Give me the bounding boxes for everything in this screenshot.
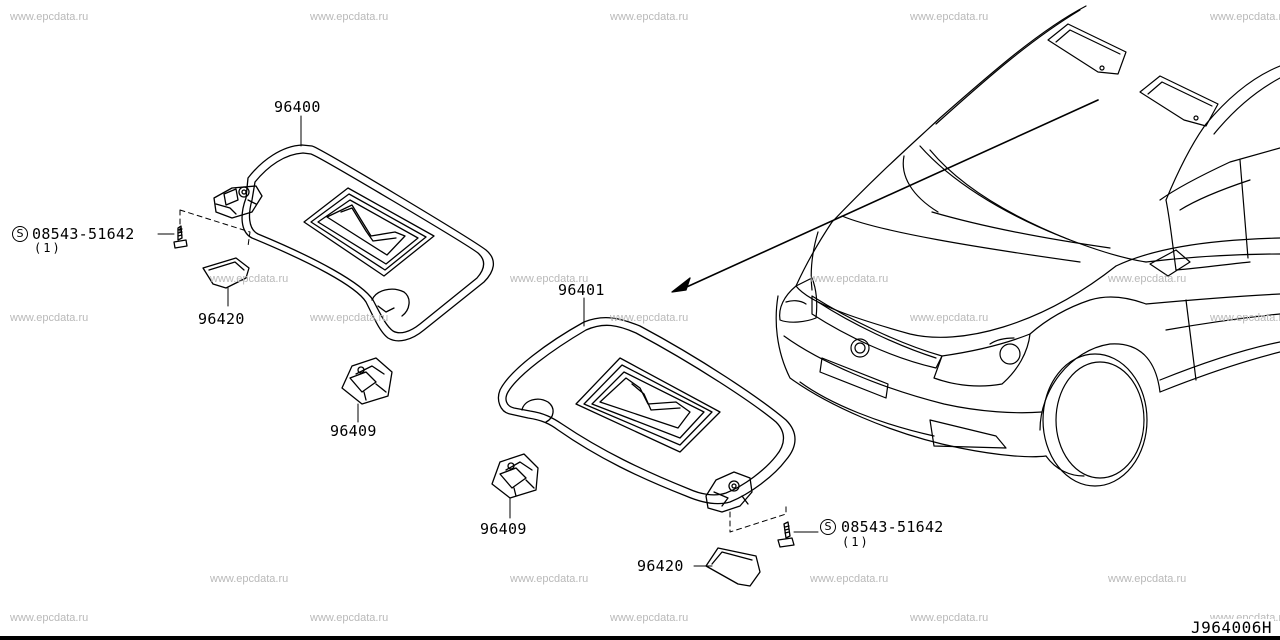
watermark: www.epcdata.ru [810,273,889,285]
watermark: www.epcdata.ru [910,312,989,324]
screw-left-quantity: (1) [34,241,62,255]
watermark: www.epcdata.ru [10,612,89,624]
holder-right-shape [491,453,539,499]
part-label-holder-left[interactable]: 96409 [330,422,377,440]
cover-right-shape [705,547,761,587]
watermark: www.epcdata.ru [610,312,689,324]
watermark: www.epcdata.ru [1210,312,1280,324]
part-label-screw-right[interactable]: 08543-51642 [841,518,944,536]
part-label-holder-right[interactable]: 96409 [480,520,527,538]
bottom-border [0,636,1280,640]
watermark: www.epcdata.ru [310,612,389,624]
watermark: www.epcdata.ru [1108,273,1187,285]
holder-left-shape [341,357,393,405]
watermark: www.epcdata.ru [10,312,89,324]
watermark: www.epcdata.ru [910,612,989,624]
watermark: www.epcdata.ru [10,11,89,23]
part-label-visor-right[interactable]: 96401 [558,281,605,299]
watermark: www.epcdata.ru [510,273,589,285]
diagram-code: J964006H [1188,618,1274,637]
watermark: www.epcdata.ru [210,573,289,585]
watermark: www.epcdata.ru [310,11,389,23]
watermark: www.epcdata.ru [1210,11,1280,23]
watermark: www.epcdata.ru [810,573,889,585]
watermark: www.epcdata.ru [910,11,989,23]
screw-left-shape [173,225,188,249]
screw-right-quantity: (1) [842,535,870,549]
car-outline [775,5,1280,487]
watermark: www.epcdata.ru [610,612,689,624]
part-label-screw-left[interactable]: 08543-51642 [32,225,135,243]
watermark: www.epcdata.ru [610,11,689,23]
cover-left-shape [202,257,250,289]
watermark: www.epcdata.ru [510,573,589,585]
standard-part-s-icon: S [12,226,28,242]
part-label-cover-left[interactable]: 96420 [198,310,245,328]
sun-visor-right [497,316,796,513]
watermark: www.epcdata.ru [210,273,289,285]
screw-right-shape [777,521,795,548]
sun-visor-left [213,144,494,342]
standard-part-s-icon: S [820,519,836,535]
part-label-cover-right[interactable]: 96420 [637,557,684,575]
watermark: www.epcdata.ru [1108,573,1187,585]
watermark: www.epcdata.ru [310,312,389,324]
part-label-visor-left[interactable]: 96400 [274,98,321,116]
